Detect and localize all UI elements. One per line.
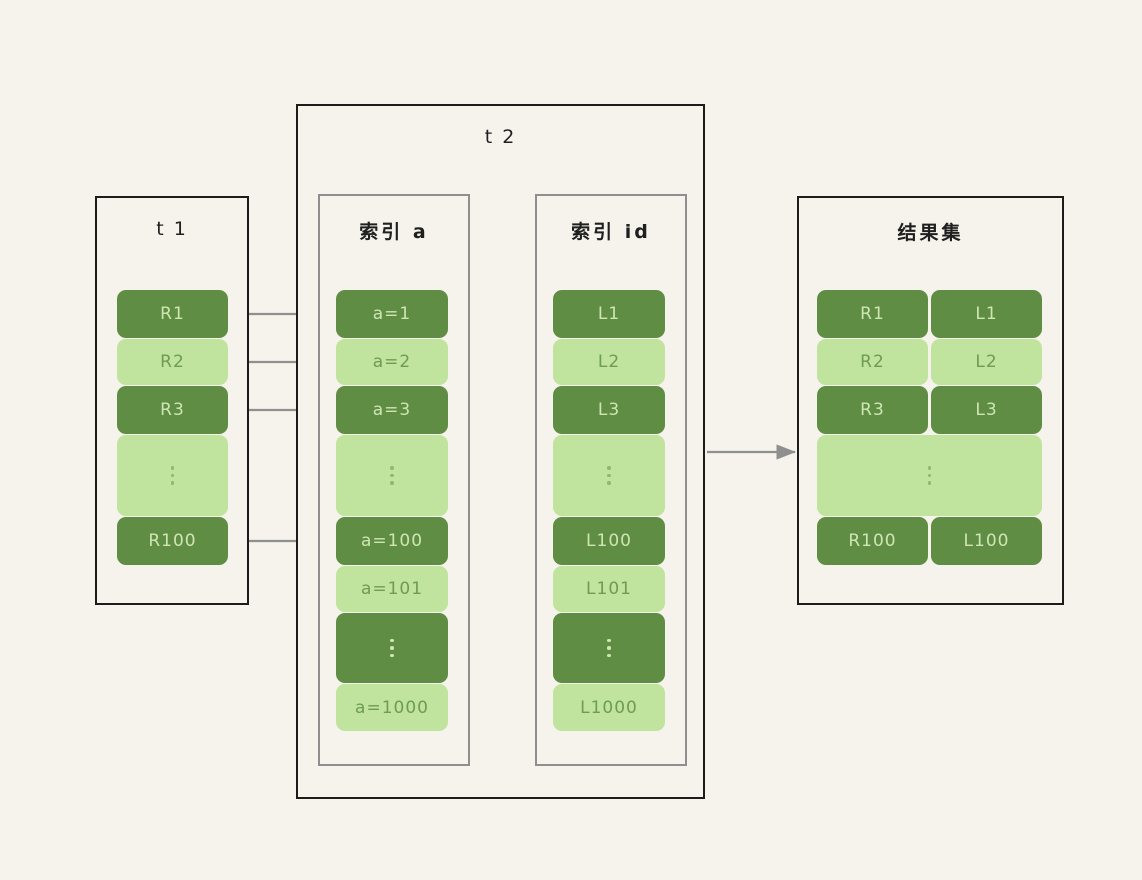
index-id-row-l101: L101: [553, 566, 665, 612]
result-row-3-left-label: R3: [860, 400, 885, 420]
vertical-ellipsis-icon: [607, 466, 611, 485]
index-id-row-l2-label: L2: [597, 352, 621, 372]
result-row-ellipsis: [817, 435, 1042, 516]
result-row-3-right: L3: [931, 386, 1042, 434]
t1-row-r2: R2: [117, 339, 228, 385]
index-a-row-a3-label: a=3: [372, 400, 412, 420]
panel-result-set-title: 结果集: [897, 222, 964, 244]
index-a-row-a1-label: a=1: [372, 304, 412, 324]
index-a-row-a101: a=101: [336, 566, 448, 612]
vertical-ellipsis-icon: [390, 466, 394, 485]
subpanel-index-id-title: 索引 id: [571, 221, 651, 243]
t1-row-r100-label: R100: [148, 531, 197, 551]
index-id-row-l3-label: L3: [597, 400, 621, 420]
result-row-2-right-label: L2: [975, 352, 998, 372]
index-id-row-ellipsis-2: [553, 613, 665, 683]
result-row-5-right-label: L100: [963, 531, 1010, 551]
result-row-1-left-label: R1: [860, 304, 885, 324]
index-id-row-l3: L3: [553, 386, 665, 434]
result-row-1-right: L1: [931, 290, 1042, 338]
subpanel-index-a-title: 索引 a: [359, 221, 429, 243]
index-id-row-l100: L100: [553, 517, 665, 565]
index-a-row-ellipsis-1: [336, 435, 448, 516]
index-id-row-l2: L2: [553, 339, 665, 385]
result-row-3-left: R3: [817, 386, 928, 434]
result-row-2-left-label: R2: [860, 352, 885, 372]
t1-row-r1-label: R1: [160, 304, 185, 324]
subpanel-index-a: 索引 a: [318, 194, 470, 766]
index-a-row-a1000-label: a=1000: [355, 697, 429, 718]
index-a-row-a2-label: a=2: [372, 352, 412, 372]
index-a-row-a100-label: a=100: [360, 531, 424, 551]
result-row-2-left: R2: [817, 339, 928, 385]
index-id-row-l1: L1: [553, 290, 665, 338]
index-id-row-l100-label: L100: [586, 531, 632, 551]
index-a-row-a2: a=2: [336, 339, 448, 385]
index-id-row-l1000-label: L1000: [580, 697, 638, 718]
t1-row-r3-label: R3: [160, 400, 185, 420]
t1-row-r3: R3: [117, 386, 228, 434]
t1-row-r100: R100: [117, 517, 228, 565]
t1-row-r2-label: R2: [160, 352, 185, 372]
result-row-5-left-label: R100: [848, 531, 897, 551]
panel-t1-title: t 1: [156, 218, 188, 240]
index-a-row-a100: a=100: [336, 517, 448, 565]
index-a-row-a3: a=3: [336, 386, 448, 434]
index-a-row-a1: a=1: [336, 290, 448, 338]
result-row-3-right-label: L3: [975, 400, 998, 420]
index-id-row-l1-label: L1: [597, 304, 621, 324]
index-a-row-a1000: a=1000: [336, 684, 448, 731]
index-id-row-l1000: L1000: [553, 684, 665, 731]
result-row-2-right: L2: [931, 339, 1042, 385]
subpanel-index-id: 索引 id: [535, 194, 687, 766]
result-row-5-right: L100: [931, 517, 1042, 565]
result-row-5-left: R100: [817, 517, 928, 565]
panel-t2-title: t 2: [484, 126, 517, 148]
t1-row-r1: R1: [117, 290, 228, 338]
vertical-ellipsis-icon: [390, 638, 394, 658]
vertical-ellipsis-icon: [927, 466, 932, 485]
index-id-row-l101-label: L101: [586, 579, 632, 599]
vertical-ellipsis-icon: [607, 638, 611, 658]
index-id-row-ellipsis-1: [553, 435, 665, 516]
result-row-1-right-label: L1: [975, 304, 998, 324]
index-a-row-a101-label: a=101: [360, 579, 424, 599]
vertical-ellipsis-icon: [170, 466, 175, 485]
index-a-row-ellipsis-2: [336, 613, 448, 683]
result-row-1-left: R1: [817, 290, 928, 338]
t1-row-ellipsis: [117, 435, 228, 516]
